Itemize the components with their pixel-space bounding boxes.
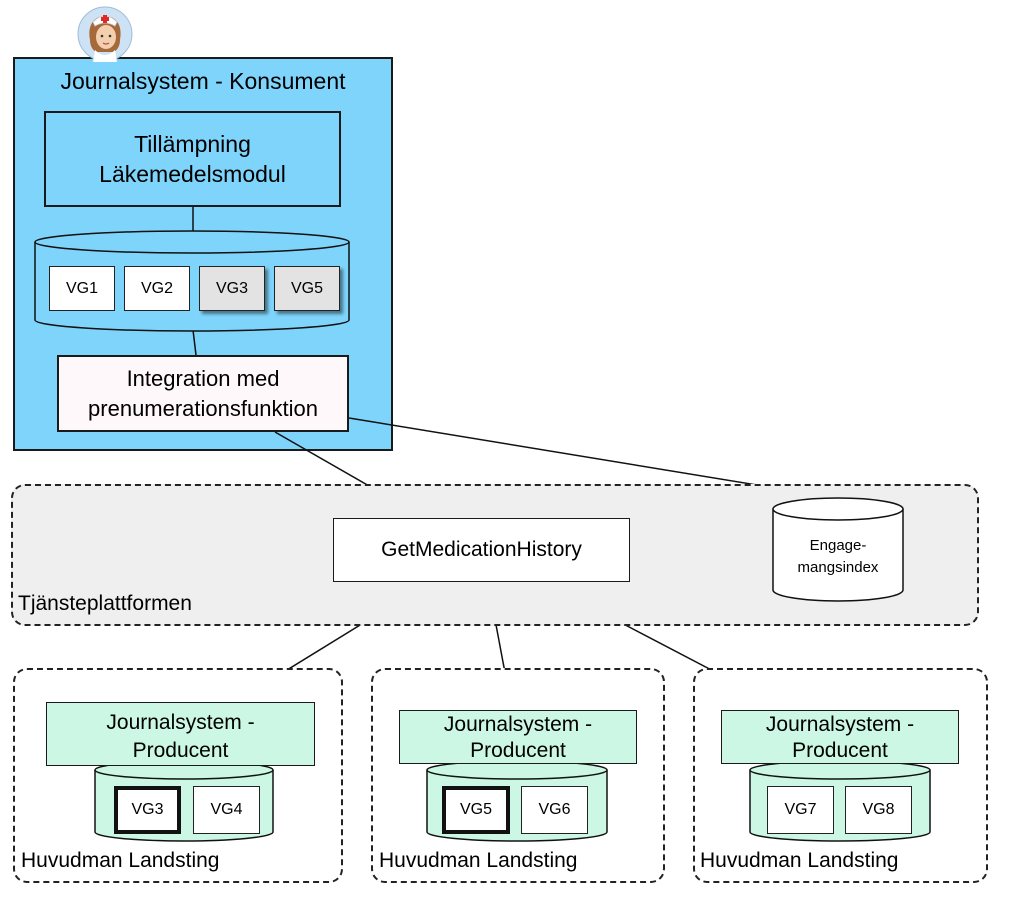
- producer-system-box: Journalsystem - Producent: [399, 710, 637, 764]
- engagement-index-line2: mangsindex: [797, 559, 879, 576]
- engagement-index-label: Engage- mangsindex: [773, 535, 903, 579]
- nurse-avatar-icon: [77, 6, 133, 62]
- consumer-vg-item-highlighted: VG3: [199, 266, 265, 311]
- producer-title-line1: Journalsystem -: [443, 713, 593, 736]
- producer-system-box: Journalsystem - Producent: [46, 702, 315, 766]
- producer-vg-item: VG6: [521, 786, 588, 834]
- producer-vg-item: VG4: [193, 786, 260, 834]
- producer-title-line1: Journalsystem -: [106, 711, 255, 734]
- producer-vg-item: VG7: [767, 786, 834, 834]
- producer-title-line2: Producent: [792, 739, 888, 762]
- producer-system-box: Journalsystem - Producent: [721, 710, 959, 764]
- consumer-title: Journalsystem - Konsument: [60, 68, 346, 94]
- get-medication-history-service: GetMedicationHistory: [333, 518, 630, 582]
- consumer-vg-item: VG2: [124, 266, 190, 311]
- integration-line1: Integration med: [126, 365, 280, 391]
- consumer-vg-item-highlighted: VG5: [274, 266, 340, 311]
- producer-region: [371, 668, 665, 883]
- region-label: Huvudman Landsting: [700, 849, 899, 872]
- producer-vg-item-highlighted: VG5: [442, 786, 510, 834]
- consumer-vg-item: VG1: [49, 266, 115, 311]
- integration-line2: prenumerationsfunktion: [88, 395, 318, 421]
- region-label: Huvudman Landsting: [21, 849, 220, 872]
- application-line1: Tillämpning: [134, 131, 251, 157]
- integration-box: Integration med prenumerationsfunktion: [57, 355, 349, 432]
- application-module-box: Tillämpning Läkemedelsmodul: [44, 111, 341, 207]
- engagement-index-cylinder: [772, 497, 904, 602]
- producer-title-line2: Producent: [470, 739, 566, 762]
- producer-vg-item: VG8: [845, 786, 912, 834]
- platform-label: Tjänsteplattformen: [18, 592, 192, 615]
- region-label: Huvudman Landsting: [379, 849, 578, 872]
- engagement-index-line1: Engage-: [809, 537, 867, 554]
- producer-title-line1: Journalsystem -: [765, 713, 915, 736]
- producer-vg-item-highlighted: VG3: [114, 786, 181, 834]
- application-line2: Läkemedelsmodul: [99, 161, 286, 187]
- producer-title-line2: Producent: [132, 739, 229, 762]
